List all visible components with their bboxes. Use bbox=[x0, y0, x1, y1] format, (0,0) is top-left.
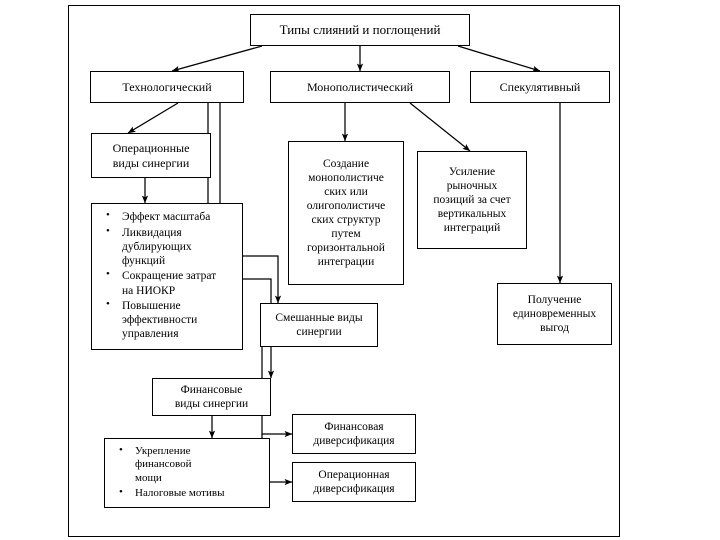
list-item: Ликвидация дублирующих функций bbox=[106, 225, 240, 269]
node-mixed-synergy[interactable]: Смешанные виды синергии bbox=[260, 303, 378, 347]
node-speculative[interactable]: Спекулятивный bbox=[470, 71, 610, 103]
node-financial-diversification[interactable]: Финансовая диверсификация bbox=[292, 414, 416, 454]
node-onetime-benefits[interactable]: Получение единовременных выгод bbox=[497, 283, 612, 345]
node-financial-synergy[interactable]: Финансовые виды синергии bbox=[152, 378, 271, 416]
node-create-monopolistic-structures-label: Создание монополистиче ских или олигопол… bbox=[306, 157, 386, 269]
node-financial-diversification-label: Финансовая диверсификация bbox=[313, 420, 395, 447]
node-market-position-strengthening[interactable]: Усиление рыночных позиций за счет вертик… bbox=[417, 151, 527, 249]
diagram-outer-frame bbox=[68, 5, 620, 537]
node-operational-synergy[interactable]: Операционные виды синергии bbox=[91, 133, 211, 178]
node-root[interactable]: Типы слияний и поглощений bbox=[250, 14, 470, 46]
node-financial-synergy-label: Финансовые виды синергии bbox=[174, 383, 249, 410]
node-operational-synergy-label: Операционные виды синергии bbox=[112, 140, 190, 170]
node-monopolistic-label: Монополистический bbox=[306, 79, 414, 94]
node-technological[interactable]: Технологический bbox=[90, 71, 244, 103]
node-monopolistic[interactable]: Монополистический bbox=[270, 71, 450, 103]
node-create-monopolistic-structures[interactable]: Создание монополистиче ских или олигопол… bbox=[288, 141, 404, 285]
node-operational-synergy-list[interactable]: Эффект масштаба Ликвидация дублирующих ф… bbox=[91, 203, 243, 350]
node-financial-synergy-list[interactable]: Укрепление финансовой мощи Налоговые мот… bbox=[104, 438, 270, 508]
financial-synergy-items: Укрепление финансовой мощи Налоговые мот… bbox=[111, 444, 267, 502]
list-item: Налоговые мотивы bbox=[119, 486, 267, 501]
node-operational-diversification-label: Операционная диверсификация bbox=[313, 468, 395, 495]
node-root-label: Типы слияний и поглощений bbox=[279, 22, 441, 38]
node-operational-diversification[interactable]: Операционная диверсификация bbox=[292, 462, 416, 502]
list-item: Укрепление финансовой мощи bbox=[119, 444, 267, 486]
node-mixed-synergy-label: Смешанные виды синергии bbox=[275, 311, 363, 338]
node-market-position-strengthening-label: Усиление рыночных позиций за счет вертик… bbox=[433, 165, 511, 235]
list-item: Эффект масштаба bbox=[106, 209, 240, 224]
operational-synergy-items: Эффект масштаба Ликвидация дублирующих ф… bbox=[98, 209, 240, 342]
list-item: Сокращение затрат на НИОКР bbox=[106, 268, 240, 298]
node-speculative-label: Спекулятивный bbox=[499, 79, 581, 94]
node-onetime-benefits-label: Получение единовременных выгод bbox=[512, 293, 597, 334]
list-item: Повышение эффективности управления bbox=[106, 298, 240, 342]
node-technological-label: Технологический bbox=[122, 79, 212, 94]
